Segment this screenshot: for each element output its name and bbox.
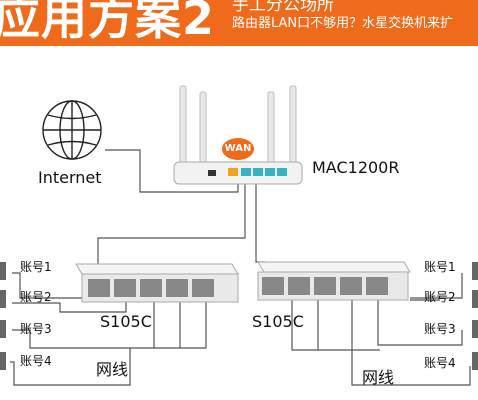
internet-to-router-line — [105, 149, 239, 193]
left-cable-2 — [12, 298, 127, 313]
globe-icon — [42, 100, 102, 160]
left-account-label: 账号2 — [20, 290, 52, 304]
left-cable-3 — [12, 298, 155, 349]
right-account-label: 账号2 — [424, 290, 456, 304]
connection-lines — [10, 149, 471, 386]
left-computer-icons — [0, 262, 6, 370]
wan-badge: WAN — [222, 138, 254, 160]
left-account-label: 账号3 — [20, 322, 52, 336]
right-cable-4 — [377, 300, 463, 346]
left-account-label: 账号4 — [20, 354, 52, 368]
left-account-label: 账号1 — [20, 260, 52, 274]
left-switch-icon — [75, 263, 239, 303]
right-account-label: 账号1 — [424, 260, 456, 274]
right-switch-icon — [257, 261, 411, 301]
right-account-label: 账号3 — [424, 322, 456, 336]
banner-subtitle-top: 手工分公场所 — [232, 0, 334, 15]
router-to-right-switch-line — [255, 178, 266, 276]
internet-label: Internet — [38, 168, 102, 187]
left-cable-label: 网线 — [96, 360, 129, 379]
title-banner: 应用方案2 手工分公场所 路由器LAN口不够用？水星交换机来扩 — [0, 0, 478, 46]
banner-title: 应用方案2 — [0, 0, 216, 45]
right-account-label: 账号4 — [424, 356, 456, 370]
banner-subtitle: 路由器LAN口不够用？水星交换机来扩 — [232, 16, 454, 31]
left-switch-label: S105C — [100, 312, 152, 331]
left-cable-1 — [12, 272, 100, 299]
right-computer-icons — [472, 262, 478, 370]
left-cable-5 — [154, 298, 207, 349]
right-cable-1 — [291, 300, 380, 351]
right-cable-label: 网线 — [362, 368, 395, 387]
right-cable-7 — [351, 350, 471, 386]
left-cable-6 — [10, 348, 131, 386]
right-cable-5 — [410, 273, 463, 299]
router-to-left-switch-line — [97, 178, 246, 268]
router-icon — [173, 85, 303, 185]
right-switch-label: S105C — [252, 312, 304, 331]
router-model-label: MAC1200R — [312, 158, 400, 177]
